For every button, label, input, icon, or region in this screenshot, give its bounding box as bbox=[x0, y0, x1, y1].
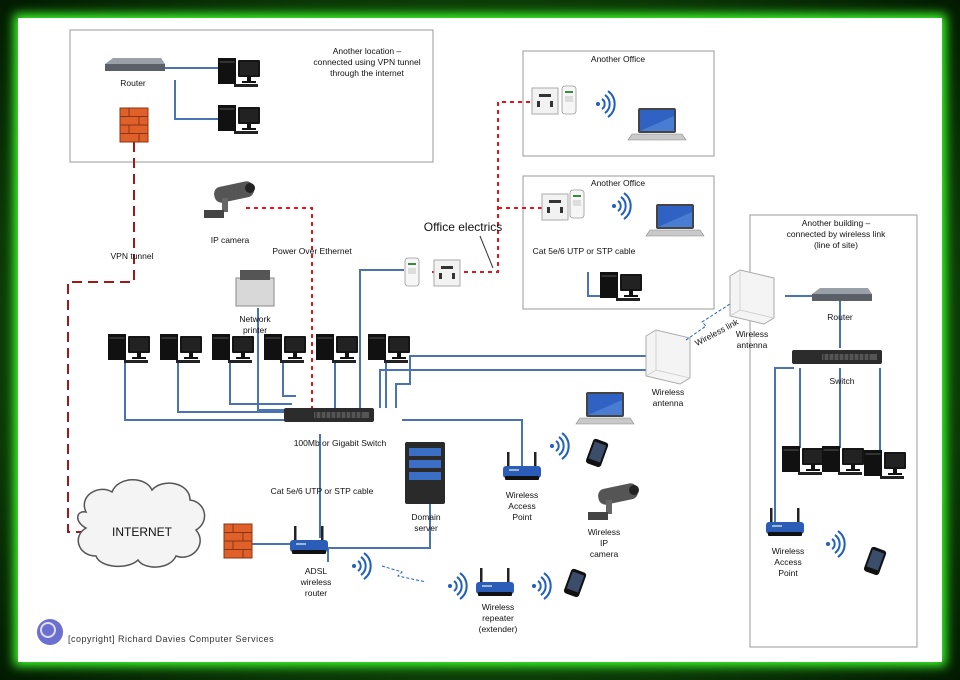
building-box bbox=[749, 214, 918, 648]
building-router-label: Router bbox=[827, 312, 853, 322]
building-switch-label: Switch bbox=[829, 376, 854, 386]
building-wireless-antenna-icon bbox=[729, 269, 775, 325]
wireless-camera-label-line-1: Wireless bbox=[588, 527, 621, 537]
remote-title-line-1: Another location – bbox=[333, 46, 402, 56]
building-antenna-label-line-2: antenna bbox=[737, 340, 768, 350]
building-title-line-2: connected by wireless link bbox=[787, 229, 886, 239]
main-firewall-icon bbox=[223, 523, 253, 559]
building-ap-label-line-3: Point bbox=[778, 568, 798, 578]
printer-label-line-1: Network bbox=[239, 314, 271, 324]
wireless-link-label: Wireless link bbox=[693, 316, 740, 348]
network-printer-icon bbox=[235, 277, 275, 307]
adsl-label-line-2: wireless bbox=[300, 577, 332, 587]
office-b-socket-icon bbox=[541, 193, 569, 221]
vpn-tunnel-label: VPN tunnel bbox=[111, 251, 154, 261]
access-point-label-line-3: Point bbox=[512, 512, 532, 522]
building-router-icon bbox=[812, 288, 872, 301]
office-a-adapter-icon bbox=[561, 85, 577, 115]
remote-title-line-2: connected using VPN tunnel bbox=[313, 57, 420, 67]
company-logo bbox=[37, 619, 63, 645]
network-diagram: Router Another location – connected usin… bbox=[37, 29, 918, 648]
ip-camera-icon bbox=[204, 180, 256, 218]
pc-6-icon bbox=[368, 334, 410, 363]
pc-4-icon bbox=[264, 334, 306, 363]
remote-router-label: Router bbox=[120, 78, 146, 88]
building-ap-label-line-2: Access bbox=[774, 557, 801, 567]
lan-cables bbox=[124, 67, 881, 562]
copyright-text: [copyright] Richard Davies Computer Serv… bbox=[68, 634, 274, 644]
repeater-wifi-in-icon bbox=[447, 572, 468, 600]
remote-router-icon bbox=[105, 58, 165, 71]
building-switch-icon bbox=[791, 349, 883, 365]
wireless-link-line bbox=[685, 303, 731, 341]
internet-cloud-icon bbox=[77, 479, 206, 568]
domain-server-icon bbox=[405, 442, 445, 504]
access-point-label-line-2: Access bbox=[508, 501, 535, 511]
office-b-title: Another Office bbox=[591, 178, 645, 188]
poe-label: Power Over Ethernet bbox=[272, 246, 352, 256]
wall-socket-icon bbox=[433, 259, 461, 287]
main-antenna-label-line-1: Wireless bbox=[652, 387, 685, 397]
main-switch-icon bbox=[283, 407, 375, 423]
repeater-phone-icon bbox=[563, 568, 588, 598]
power-lines bbox=[246, 101, 542, 410]
office-b-adapter-icon bbox=[569, 189, 585, 219]
domain-server-label-line-2: server bbox=[414, 523, 438, 533]
remote-firewall-icon bbox=[119, 107, 149, 143]
repeater-label-line-3: (extender) bbox=[479, 624, 518, 634]
access-point-wifi-icon bbox=[549, 432, 570, 460]
powerline-adapter-icon bbox=[404, 257, 420, 287]
pc-5-icon bbox=[316, 334, 358, 363]
diagram-canvas: Router Another location – connected usin… bbox=[18, 18, 942, 662]
repeater-icon bbox=[476, 568, 514, 596]
ip-camera-label: IP camera bbox=[211, 235, 250, 245]
office-b-cable-label: Cat 5e/6 UTP or STP cable bbox=[533, 246, 636, 256]
adsl-label-line-3: router bbox=[305, 588, 327, 598]
pc-3-icon bbox=[212, 334, 254, 363]
wireless-laptop-icon bbox=[575, 391, 635, 425]
access-point-label-line-1: Wireless bbox=[506, 490, 539, 500]
pc-2-icon bbox=[160, 334, 202, 363]
pc-1-icon bbox=[108, 334, 150, 363]
main-switch-label: 100Mb or Gigabit Switch bbox=[294, 438, 387, 448]
printer-label-line-2: printer bbox=[243, 325, 267, 335]
cable-label: Cat 5e/6 UTP or STP cable bbox=[271, 486, 374, 496]
building-title-line-3: (line of site) bbox=[814, 240, 858, 250]
wireless-camera-label-line-2: IP bbox=[600, 538, 608, 548]
repeater-link bbox=[381, 565, 427, 583]
adsl-router-icon bbox=[290, 526, 328, 554]
main-wireless-antenna-icon bbox=[645, 329, 691, 385]
wireless-phone-icon bbox=[585, 438, 610, 468]
internet-label: INTERNET bbox=[112, 525, 173, 539]
wireless-ip-camera-icon bbox=[588, 482, 640, 520]
repeater-label-line-1: Wireless bbox=[482, 602, 515, 612]
remote-title-line-3: through the internet bbox=[330, 68, 404, 78]
adsl-label-line-1: ADSL bbox=[305, 566, 327, 576]
main-antenna-label-line-2: antenna bbox=[653, 398, 684, 408]
building-antenna-label-line-1: Wireless bbox=[736, 329, 769, 339]
repeater-label-line-2: repeater bbox=[482, 613, 514, 623]
wireless-camera-label-line-3: camera bbox=[590, 549, 619, 559]
domain-server-label-line-1: Domain bbox=[411, 512, 441, 522]
office-a-title: Another Office bbox=[591, 54, 645, 64]
adsl-wifi-icon bbox=[351, 552, 372, 580]
building-title-line-1: Another building – bbox=[802, 218, 871, 228]
building-ap-label-line-1: Wireless bbox=[772, 546, 805, 556]
repeater-wifi-out-icon bbox=[531, 572, 552, 600]
office-a-socket-icon bbox=[531, 87, 559, 115]
office-electrics-label: Office electrics bbox=[424, 220, 502, 234]
office-electrics-pointer bbox=[479, 235, 494, 269]
